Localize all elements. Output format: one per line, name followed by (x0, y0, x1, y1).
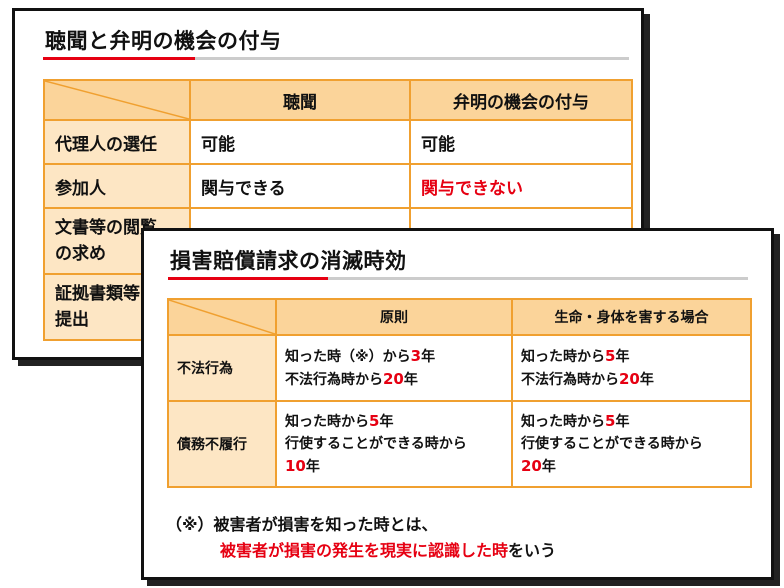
table-cell: 可能 (189, 119, 411, 165)
table-cell: 知った時から5年 不法行為時から20年 (511, 334, 752, 402)
slide1-title-accent (43, 57, 195, 60)
line-number: 3 (410, 347, 422, 365)
slide2-title-accent (168, 277, 328, 280)
line-text: 行使することができる時から (285, 436, 467, 452)
cell-line: 行使することができる時から (521, 433, 742, 455)
row-label: 不法行為 (167, 334, 277, 402)
header-life-body: 生命・身体を害する場合 (511, 298, 752, 336)
line-number: 20 (521, 457, 542, 475)
table-cell: 知った時から5年 行使することができる時から 10年 (275, 400, 513, 488)
line-text: 不法行為時から (521, 372, 619, 388)
line-unit: 年 (615, 349, 630, 365)
diagonal-line (169, 300, 275, 334)
header-principle: 原則 (275, 298, 513, 336)
slide-statute-of-limitations: 損害賠償請求の消滅時効 原則 生命・身体を害する場合 不法行為 知った時（※）か… (141, 228, 774, 580)
footnote-rest: をいう (508, 541, 557, 560)
line-text: 知った時から (285, 414, 369, 430)
line-unit: 年 (541, 459, 556, 475)
cell-line: 20年 (521, 455, 742, 478)
cell-line: 知った時から5年 (521, 345, 742, 368)
line-unit: 年 (421, 349, 436, 365)
table-cell-highlight: 関与できない (409, 163, 633, 209)
line-number: 20 (383, 370, 404, 388)
table-row: 不法行為 知った時（※）から3年 不法行為時から20年 知った時から5年 不法行… (167, 334, 752, 402)
line-unit: 年 (403, 372, 418, 388)
cell-line: 知った時（※）から3年 (285, 345, 503, 368)
line-number: 5 (369, 412, 380, 430)
line-unit: 年 (615, 414, 630, 430)
line-unit: 年 (305, 459, 320, 475)
row-label: 参加人 (43, 163, 191, 209)
line-text: 知った時から (521, 349, 605, 365)
slide2-title-rule (168, 277, 748, 280)
line-number: 10 (285, 457, 306, 475)
slide2-title: 損害賠償請求の消滅時効 (170, 249, 407, 273)
table-cell: 可能 (409, 119, 633, 165)
table-cell: 知った時から5年 行使することができる時から 20年 (511, 400, 752, 488)
table-header-row: 聴聞 弁明の機会の付与 (43, 79, 633, 121)
footnote-highlight: 被害者が損害の発生を現実に認識した時 (220, 541, 509, 560)
cell-line: 行使することができる時から (285, 433, 503, 455)
diagonal-corner-cell (167, 298, 277, 336)
line-text: 知った時から (521, 414, 605, 430)
table-cell: 関与できる (189, 163, 411, 209)
row-label: 債務不履行 (167, 400, 277, 488)
diagonal-line (45, 81, 189, 119)
table-row: 参加人 関与できる 関与できない (43, 163, 633, 209)
diagonal-corner-cell (43, 79, 191, 121)
line-unit: 年 (639, 372, 654, 388)
line-text: 不法行為時から (285, 372, 383, 388)
line-number: 5 (605, 347, 616, 365)
line-unit: 年 (379, 414, 394, 430)
table-header-row: 原則 生命・身体を害する場合 (167, 298, 752, 336)
table-row: 代理人の選任 可能 可能 (43, 119, 633, 165)
header-explanation: 弁明の機会の付与 (409, 79, 633, 121)
cell-line: 知った時から5年 (285, 410, 503, 433)
line-text: 知った時（※）から (285, 349, 411, 365)
line-number: 20 (619, 370, 640, 388)
table-row: 債務不履行 知った時から5年 行使することができる時から 10年 知った時から5… (167, 400, 752, 488)
line-number: 5 (605, 412, 616, 430)
cell-line: 不法行為時から20年 (521, 368, 742, 391)
cell-line: 10年 (285, 455, 503, 478)
slide1-title: 聴聞と弁明の機会の付与 (45, 29, 282, 53)
footnote-line1: （※）被害者が損害を知った時とは、 (166, 515, 438, 534)
footnote-line2: 被害者が損害の発生を現実に認識した時をいう (220, 537, 556, 561)
limitation-table: 原則 生命・身体を害する場合 不法行為 知った時（※）から3年 不法行為時から2… (167, 298, 752, 488)
cell-line: 知った時から5年 (521, 410, 742, 433)
slide1-title-rule (43, 57, 629, 60)
line-text: 行使することができる時から (521, 436, 703, 452)
header-hearing: 聴聞 (189, 79, 411, 121)
cell-line: 不法行為時から20年 (285, 368, 503, 391)
table-cell: 知った時（※）から3年 不法行為時から20年 (275, 334, 513, 402)
row-label: 代理人の選任 (43, 119, 191, 165)
